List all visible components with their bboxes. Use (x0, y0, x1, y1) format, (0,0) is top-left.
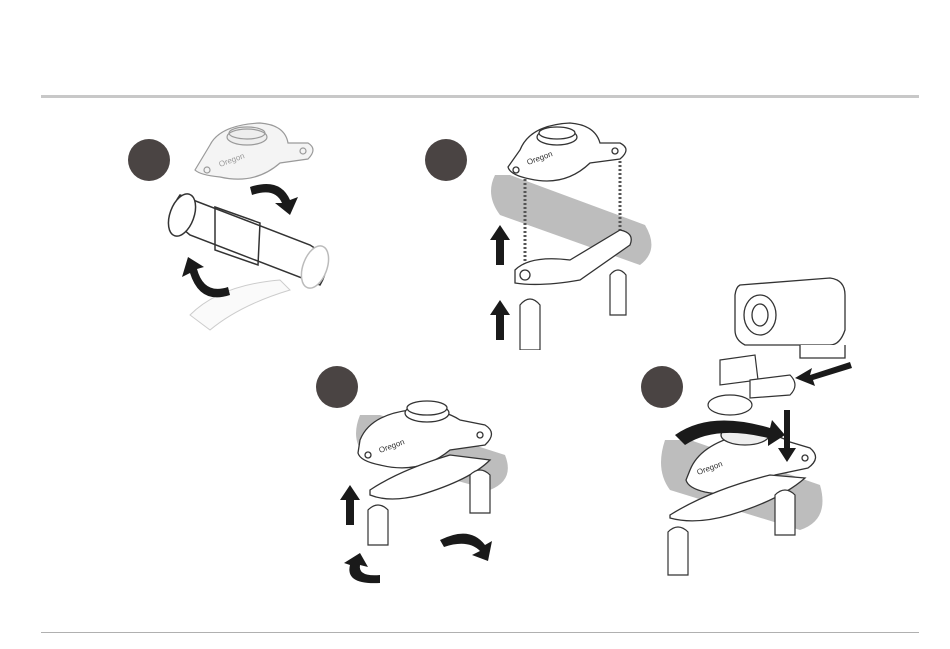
bottom-divider (41, 632, 919, 633)
step-2-badge (425, 139, 467, 181)
step-4-illustration: Oregon (650, 270, 860, 580)
step-2-illustration: Oregon (480, 115, 660, 350)
step-3-illustration: Oregon (340, 395, 520, 590)
step-1-illustration: Oregon (160, 115, 340, 340)
camera-icon (735, 278, 845, 358)
top-divider (41, 95, 919, 98)
